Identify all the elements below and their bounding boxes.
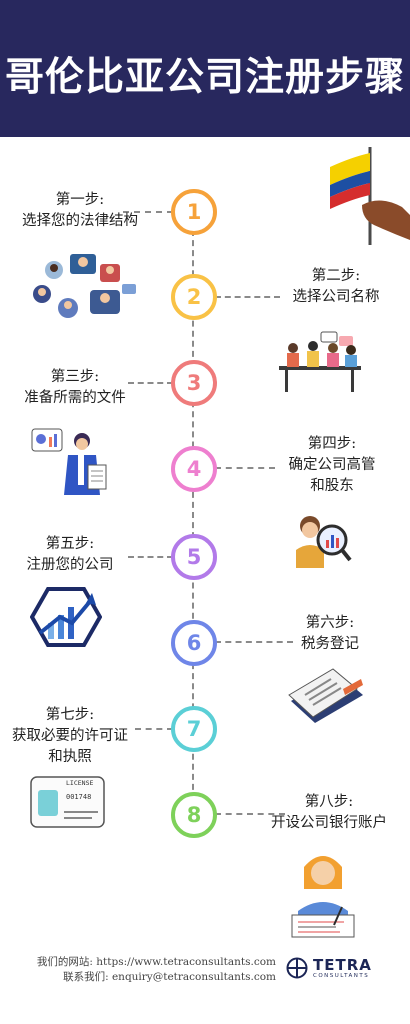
logo-name: TETRA bbox=[313, 955, 372, 974]
step-6-label: 第六步: 税务登记 bbox=[260, 613, 400, 655]
magnifier-analysis-icon bbox=[296, 516, 352, 568]
step-8-text: 开设公司银行账户 bbox=[271, 815, 387, 831]
step-3-heading: 第三步: bbox=[50, 369, 100, 385]
step-2-heading: 第二步: bbox=[311, 268, 361, 284]
step-5-label: 第五步: 注册您的公司 bbox=[0, 534, 140, 576]
step-5-circle: 5 bbox=[171, 534, 217, 580]
connector-6 bbox=[215, 641, 293, 643]
step-4-circle: 4 bbox=[171, 446, 217, 492]
step-8-heading: 第八步: bbox=[304, 794, 354, 810]
license-card-icon: LICENSE 001748 bbox=[30, 776, 105, 828]
team-meeting-icon bbox=[279, 331, 361, 392]
tetra-logo: TETRA CONSULTANTS bbox=[286, 957, 372, 979]
tax-documents-icon bbox=[288, 668, 363, 723]
step-5-heading: 第五步: bbox=[45, 536, 95, 552]
license-card-title: LICENSE bbox=[66, 779, 94, 787]
step-2-label: 第二步: 选择公司名称 bbox=[266, 266, 406, 308]
growth-chart-icon bbox=[30, 587, 102, 647]
step-2-circle: 2 bbox=[171, 274, 217, 320]
step-7-text-line2: 和执照 bbox=[48, 749, 92, 765]
step-3-label: 第三步: 准备所需的文件 bbox=[0, 367, 150, 409]
step-6-text: 税务登记 bbox=[301, 636, 359, 652]
step-5-text: 注册您的公司 bbox=[26, 557, 114, 573]
step-6-heading: 第六步: bbox=[305, 615, 355, 631]
step-7-text: 获取必要的许可证 bbox=[12, 728, 128, 744]
step-1-circle: 1 bbox=[171, 189, 217, 235]
connector-7 bbox=[135, 728, 173, 730]
connector-2 bbox=[215, 296, 280, 298]
step-4-heading: 第四步: bbox=[307, 436, 357, 452]
step-1-heading: 第一步: bbox=[55, 192, 105, 208]
tetra-logo-icon bbox=[286, 957, 308, 979]
email-link[interactable]: 联系我们: enquiry@tetraconsultants.com bbox=[63, 971, 276, 983]
step-6-circle: 6 bbox=[171, 620, 217, 666]
website-link[interactable]: 我们的网站: https://www.tetraconsultants.com bbox=[36, 956, 276, 968]
header-banner: 哥伦比亚公司注册步骤 bbox=[0, 0, 410, 137]
step-3-text: 准备所需的文件 bbox=[24, 390, 126, 406]
connector-1 bbox=[123, 211, 173, 213]
colombia-flag-icon bbox=[330, 147, 410, 245]
step-8-label: 第八步: 开设公司银行账户 bbox=[254, 792, 404, 834]
legal-structure-people-icon bbox=[33, 254, 136, 318]
step-4-text: 确定公司高管 bbox=[288, 457, 376, 473]
license-card-number: 001748 bbox=[66, 793, 92, 801]
step-7-circle: 7 bbox=[171, 706, 217, 752]
step-4-text-line2: 和股东 bbox=[310, 478, 354, 494]
step-3-circle: 3 bbox=[171, 360, 217, 406]
step-4-label: 第四步: 确定公司高管 和股东 bbox=[262, 434, 402, 497]
page-title: 哥伦比亚公司注册步骤 bbox=[4, 55, 405, 100]
footer-contact: 我们的网站: https://www.tetraconsultants.com … bbox=[20, 955, 276, 985]
connector-5 bbox=[128, 556, 173, 558]
connector-3 bbox=[128, 382, 173, 384]
logo-subtitle: CONSULTANTS bbox=[313, 972, 370, 979]
step-2-text: 选择公司名称 bbox=[292, 289, 380, 305]
step-7-label: 第七步: 获取必要的许可证 和执照 bbox=[0, 705, 140, 768]
step-8-circle: 8 bbox=[171, 792, 217, 838]
timeline-line bbox=[192, 230, 194, 800]
step-7-heading: 第七步: bbox=[45, 707, 95, 723]
step-1-label: 第一步: 选择您的法律结构 bbox=[0, 190, 160, 232]
documents-presenter-icon bbox=[31, 428, 107, 495]
connector-4 bbox=[215, 467, 275, 469]
bank-officer-icon bbox=[291, 856, 355, 938]
step-1-text: 选择您的法律结构 bbox=[22, 213, 138, 229]
connector-8 bbox=[215, 813, 285, 815]
